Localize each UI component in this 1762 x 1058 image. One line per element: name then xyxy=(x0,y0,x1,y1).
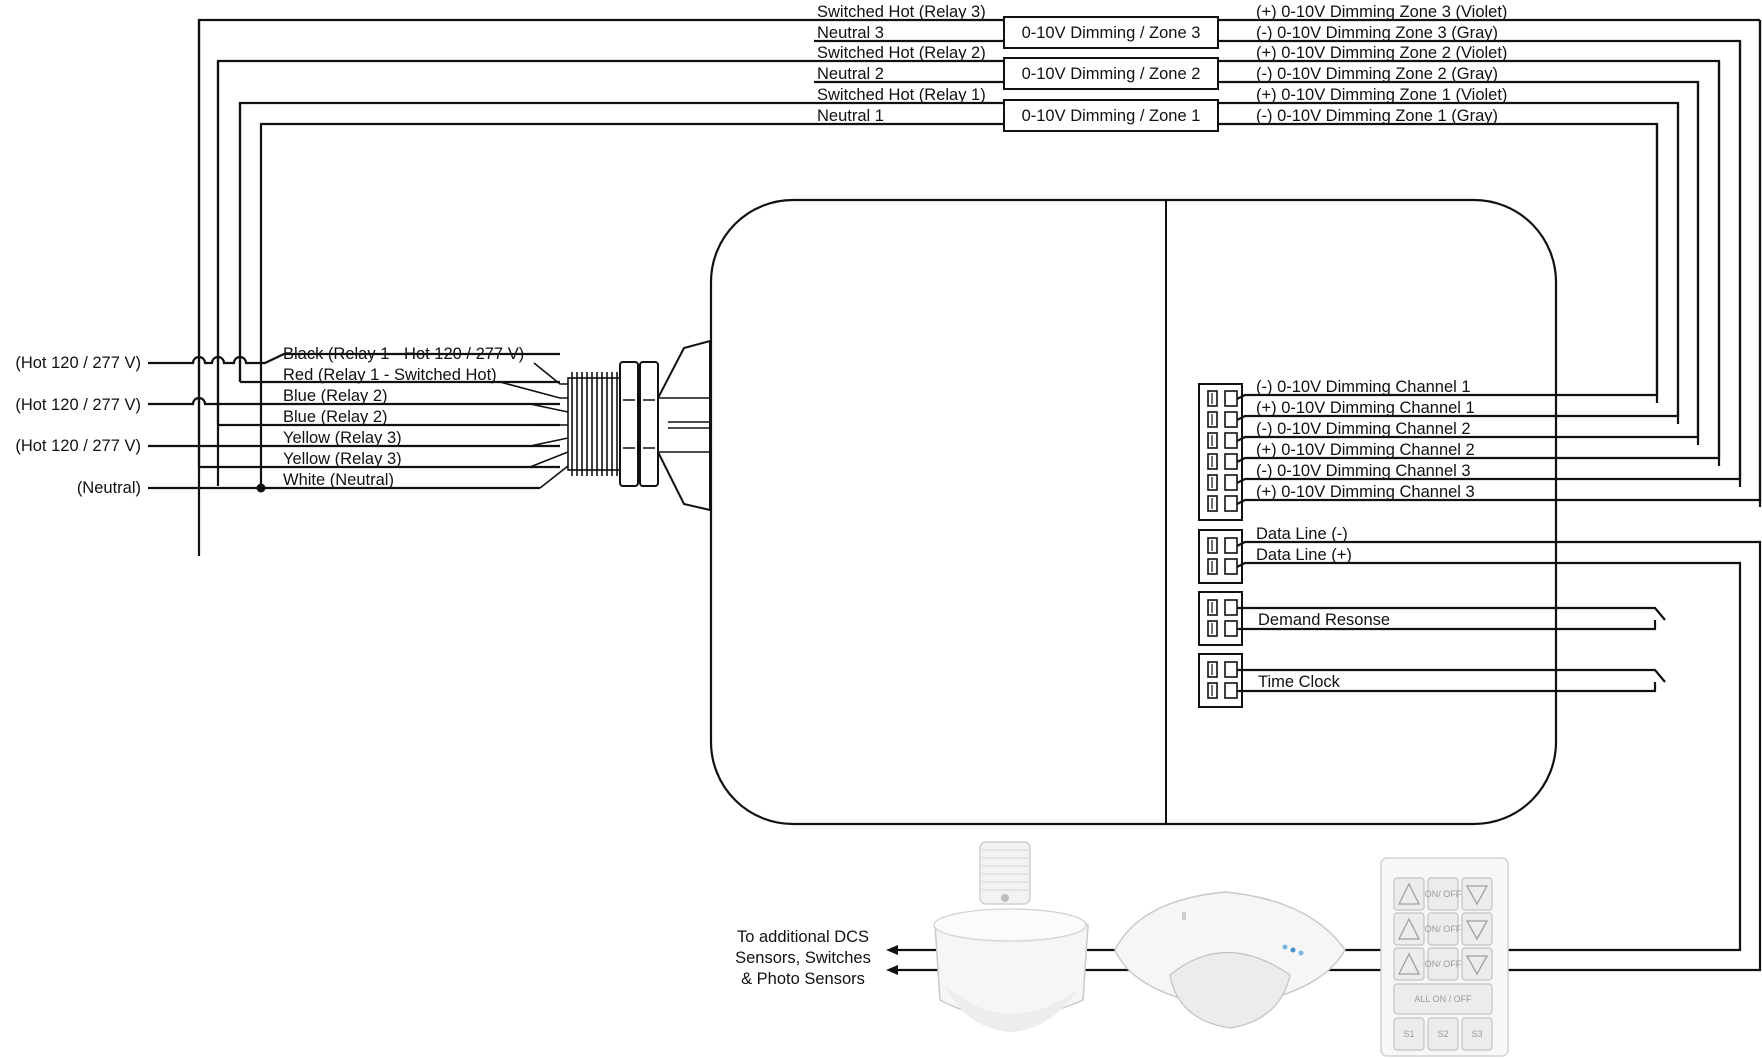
zone-2-box-label: 0-10V Dimming / Zone 2 xyxy=(1022,65,1201,83)
supply-hot-1-label: (Hot 120 / 277 V) xyxy=(15,354,141,372)
lead-label: Yellow (Relay 3) xyxy=(283,450,402,468)
zone-1-dimming-box xyxy=(1003,99,1219,132)
keypad-on-off-1: ON/ OFF xyxy=(1425,889,1462,899)
controller-enclosure xyxy=(709,198,1558,826)
zone-2-minus-label: (-) 0-10V Dimming Zone 2 (Gray) xyxy=(1256,65,1498,83)
zone-1-neutral-label: Neutral 1 xyxy=(817,107,884,125)
keypad-scene-1: S1 xyxy=(1403,1029,1414,1039)
demand-response-terminal-block xyxy=(1198,591,1666,646)
zone-2-dimming-box xyxy=(1003,57,1219,90)
zone-3-minus-label: (-) 0-10V Dimming Zone 3 (Gray) xyxy=(1256,24,1498,42)
zone-2-plus-label: (+) 0-10V Dimming Zone 2 (Violet) xyxy=(1256,44,1507,62)
channel-wires xyxy=(1236,20,1762,505)
dcs-note-line-3: & Photo Sensors xyxy=(741,970,865,988)
lead-label: Red (Relay 1 - Switched Hot) xyxy=(283,366,497,384)
lead-label: Black (Relay 1 - Hot 120 / 277 V) xyxy=(283,345,524,363)
supply-neutral-label: (Neutral) xyxy=(77,479,141,497)
locknut-2 xyxy=(639,361,659,487)
supply-labels: (Hot 120 / 277 V) (Hot 120 / 277 V) (Hot… xyxy=(15,354,141,497)
keypad-all-on-off: ALL ON / OFF xyxy=(1414,994,1472,1004)
zone-3-plus-label: (+) 0-10V Dimming Zone 3 (Violet) xyxy=(1256,3,1507,21)
supply-wiring xyxy=(148,20,814,493)
neutral-junction-dot xyxy=(256,483,266,493)
zone-3-box-label: 0-10V Dimming / Zone 3 xyxy=(1022,24,1201,42)
time-clock-label: Time Clock xyxy=(1258,673,1341,691)
channel-label: (-) 0-10V Dimming Channel 1 xyxy=(1256,378,1471,396)
channel-label: (+) 0-10V Dimming Channel 1 xyxy=(1256,399,1475,417)
channel-label: (+) 0-10V Dimming Channel 3 xyxy=(1256,483,1475,501)
zone-1-minus-label: (-) 0-10V Dimming Zone 1 (Gray) xyxy=(1256,107,1498,125)
channel-label: (-) 0-10V Dimming Channel 2 xyxy=(1256,420,1471,438)
zone-1-box-label: 0-10V Dimming / Zone 1 xyxy=(1022,107,1201,125)
channel-label: (+) 0-10V Dimming Channel 2 xyxy=(1256,441,1475,459)
supply-hot-3-label: (Hot 120 / 277 V) xyxy=(15,437,141,455)
zone-2-neutral-label: Neutral 2 xyxy=(817,65,884,83)
dcs-note-line-1: To additional DCS xyxy=(737,928,869,946)
data-line-terminal-block xyxy=(1198,529,1762,972)
keypad-scene-3: S3 xyxy=(1471,1029,1482,1039)
lead-label: Blue (Relay 2) xyxy=(283,408,388,426)
lead-label: White (Neutral) xyxy=(283,471,394,489)
zone-1-hot-label: Switched Hot (Relay 1) xyxy=(817,86,986,104)
channel-label: (-) 0-10V Dimming Channel 3 xyxy=(1256,462,1471,480)
supply-hot-2-label: (Hot 120 / 277 V) xyxy=(15,396,141,414)
dcs-note-line-2: Sensors, Switches xyxy=(735,949,871,967)
lead-label: Blue (Relay 2) xyxy=(283,387,388,405)
lead-fan xyxy=(499,362,569,489)
conduit-threads xyxy=(567,372,621,476)
zone-labels: Switched Hot (Relay 3) Neutral 3 0-10V D… xyxy=(817,3,1507,125)
zone-3-hot-label: Switched Hot (Relay 3) xyxy=(817,3,986,21)
lead-labels: Black (Relay 1 - Hot 120 / 277 V) Red (R… xyxy=(283,345,524,489)
lead-label: Yellow (Relay 3) xyxy=(283,429,402,447)
zone-3-dimming-box xyxy=(1003,16,1219,49)
zone-2-hot-label: Switched Hot (Relay 2) xyxy=(817,44,986,62)
time-clock-terminal-block xyxy=(1198,653,1666,708)
zone-3-neutral-label: Neutral 3 xyxy=(817,24,884,42)
dcs-note: To additional DCS Sensors, Switches & Ph… xyxy=(735,928,871,988)
conduit-fitting xyxy=(567,339,711,512)
data-line-plus-label: Data Line (+) xyxy=(1256,546,1352,564)
wall-keypad-icon: ON/ OFF ON/ OFF ON/ OFF ALL ON / OFF S1 … xyxy=(1380,857,1509,1057)
demand-response-label: Demand Resonse xyxy=(1258,611,1390,629)
zone-1-plus-label: (+) 0-10V Dimming Zone 1 (Violet) xyxy=(1256,86,1507,104)
keypad-on-off-2: ON/ OFF xyxy=(1425,924,1462,934)
dimming-terminal-block xyxy=(1198,383,1243,521)
enclosure-flange xyxy=(657,339,711,512)
ceiling-occupancy-sensor-icon xyxy=(933,841,1089,1032)
keypad-scene-2: S2 xyxy=(1437,1029,1448,1039)
locknut xyxy=(619,361,639,487)
flush-mount-sensor-icon xyxy=(1114,891,1346,1029)
data-line-minus-label: Data Line (-) xyxy=(1256,525,1348,543)
channel-labels: (-) 0-10V Dimming Channel 1 (+) 0-10V Di… xyxy=(1256,378,1475,501)
keypad-on-off-3: ON/ OFF xyxy=(1425,959,1462,969)
